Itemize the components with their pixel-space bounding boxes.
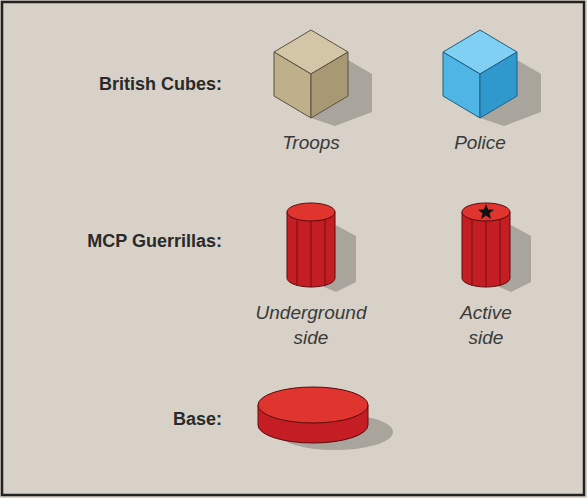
piece-caption: Active side <box>450 301 522 350</box>
piece-caption: Underground side <box>249 301 374 350</box>
row-heading: Base: <box>173 408 222 431</box>
cube-right <box>480 52 517 118</box>
cylinder-top <box>462 203 510 221</box>
cube-left <box>274 52 311 118</box>
base-disc <box>258 387 393 450</box>
cylinder-facets <box>297 219 325 287</box>
piece-caption: Police <box>425 131 535 156</box>
row-heading: British Cubes: <box>99 73 222 96</box>
cube-right <box>311 52 348 118</box>
cylinder-top <box>287 203 335 221</box>
row-heading: MCP Guerrillas: <box>87 230 222 253</box>
cylinder-body <box>462 212 510 287</box>
guerrilla-underground <box>287 203 356 292</box>
disc-top <box>258 387 368 423</box>
piece-caption: Troops <box>256 131 366 156</box>
active-star <box>478 204 494 219</box>
cylinder-facets <box>472 219 500 287</box>
cube-left <box>443 52 480 118</box>
cylinder-body <box>287 212 335 287</box>
police-cube <box>443 30 541 126</box>
guerrilla-active <box>462 203 531 292</box>
troops-cube <box>274 30 372 126</box>
